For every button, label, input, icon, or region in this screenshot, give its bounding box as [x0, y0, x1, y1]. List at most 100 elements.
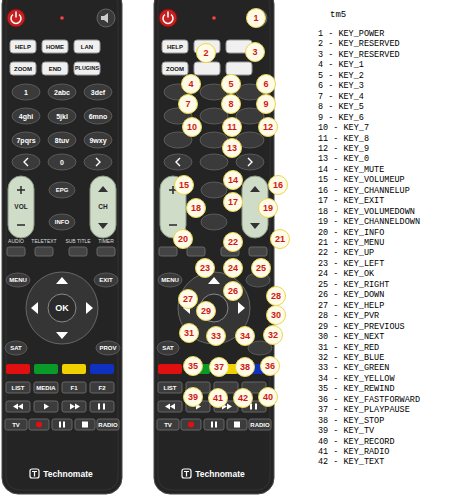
key-list-line: 31 - KEY_RED: [318, 343, 379, 352]
callout-circle: [259, 118, 278, 137]
callout-circle: [180, 324, 199, 343]
callout-number: 14: [228, 176, 238, 185]
callout-circle: [174, 230, 193, 249]
callout-circle: [271, 230, 290, 249]
button-label: 3def: [91, 89, 105, 96]
button-label: OK: [55, 304, 69, 313]
button-label: CH: [98, 204, 107, 211]
callout-circle: [247, 9, 266, 28]
button-label: ZOOM: [166, 66, 184, 72]
key-list-line: 17 - KEY_EXIT: [318, 197, 384, 206]
key-list-line: 25 - KEY_RIGHT: [318, 281, 389, 290]
key-list-line: 36 - KEY_FASTFORWARD: [318, 396, 420, 405]
button-label: F1: [70, 385, 77, 391]
key-list-line: 35 - KEY_REWIND: [318, 385, 395, 394]
callout-circle: [210, 358, 229, 377]
callout-circle: [224, 282, 243, 301]
callout-number: 7: [185, 100, 190, 109]
button-label: 0: [60, 159, 64, 166]
button-label: 5jkl: [56, 113, 68, 120]
callout-number: 10: [187, 123, 197, 132]
key-list-line: 30 - KEY_NEXT: [318, 333, 384, 342]
callout-number: 15: [179, 181, 189, 190]
callout-circle: [179, 95, 198, 114]
key-list-line: 40 - KEY_RECORD: [318, 437, 395, 446]
key-list-line: 42 - KEY_TEXT: [318, 458, 384, 467]
button-label: TIMER: [98, 239, 114, 244]
callout-number: 12: [263, 123, 273, 132]
key-list-line: 11 - KEY_8: [318, 134, 369, 143]
button-label: LAN: [81, 44, 93, 50]
key-list-line: 18 - KEY_VOLUMEDOWN: [318, 207, 415, 216]
key-list-line: 41 - KEY_RADIO: [318, 448, 389, 457]
callout-circle: [223, 118, 242, 137]
callout-number: 35: [188, 362, 198, 371]
callout-number: 9: [263, 100, 268, 109]
button-label: END: [49, 66, 62, 72]
button-label: HELP: [15, 44, 31, 50]
button-label: 8tuv: [55, 137, 69, 144]
callout-number: 26: [228, 287, 238, 296]
callout-number: 21: [275, 235, 285, 244]
key-list-line: 34 - KEY_YELLOW: [318, 375, 395, 384]
callout-circle: [267, 306, 286, 325]
key-list-title: tm5: [330, 11, 346, 20]
button-label: ZOOM: [14, 66, 32, 72]
callout-circle: [223, 139, 242, 158]
callout-circle: [179, 290, 198, 309]
button-label: MENU: [161, 277, 179, 283]
callout-circle: [187, 199, 206, 218]
callout-circle: [184, 357, 203, 376]
callout-circle: [259, 388, 278, 407]
callout-number: 2: [203, 49, 208, 58]
callout-circle: [264, 326, 283, 345]
callout-number: 13: [227, 144, 237, 153]
key-list-line: 37 - KEY_PLAYPAUSE: [318, 406, 410, 415]
callout-number: 18: [191, 204, 201, 213]
button-label: RADIO: [250, 422, 269, 428]
key-list-line: 7 - KEY_4: [318, 92, 364, 101]
callout-number: 1: [253, 14, 258, 23]
key-list-line: 33 - KEY_GREEN: [318, 364, 389, 373]
button-label: MEDIA: [36, 385, 55, 391]
callout-circle: [222, 75, 241, 94]
button-label: TV: [164, 422, 172, 428]
button-label: HOME: [46, 44, 64, 50]
callout-number: 40: [263, 393, 273, 402]
key-list-line: 12 - KEY_9: [318, 145, 369, 154]
key-list-line: 29 - KEY_PREVIOUS: [318, 322, 405, 331]
callout-circle: [261, 357, 280, 376]
callout-circle: [224, 193, 243, 212]
callout-number: 37: [214, 363, 224, 372]
callout-number: 36: [265, 362, 275, 371]
key-list-line: 26 - KEY_DOWN: [318, 291, 384, 300]
button-label: LIST: [164, 385, 177, 391]
callout-number: 42: [238, 394, 248, 403]
callout-number: 3: [252, 48, 257, 57]
button-label: MENU: [9, 277, 27, 283]
callout-circle: [224, 171, 243, 190]
key-list-line: 22 - KEY_UP: [318, 249, 374, 258]
key-list-line: 20 - KEY_INFO: [318, 228, 384, 237]
key-list-line: 6 - KEY_3: [318, 82, 364, 91]
callout-circle: [184, 388, 203, 407]
callout-circle: [246, 43, 265, 62]
callout-number: 11: [227, 123, 237, 132]
callout-number: 5: [228, 80, 233, 89]
callout-number: 28: [271, 292, 281, 301]
callout-circle: [267, 287, 286, 306]
button-label: SAT: [10, 345, 22, 351]
button-label: 2abc: [54, 89, 70, 96]
key-list-line: 1 - KEY_POWER: [318, 30, 384, 39]
key-list-line: 32 - KEY_BLUE: [318, 354, 384, 363]
button-label: AUDIO: [8, 239, 24, 244]
key-list-line: 23 - KEY_LEFT: [318, 260, 384, 269]
callout-circle: [252, 259, 271, 278]
callout-number: 39: [188, 393, 198, 402]
button-label: VOL: [14, 204, 27, 211]
callout-circle: [257, 75, 276, 94]
button-label: TV: [12, 422, 20, 428]
key-list-line: 10 - KEY_7: [318, 124, 369, 133]
key-list-line: 3 - KEY_RESERVED: [318, 51, 400, 60]
